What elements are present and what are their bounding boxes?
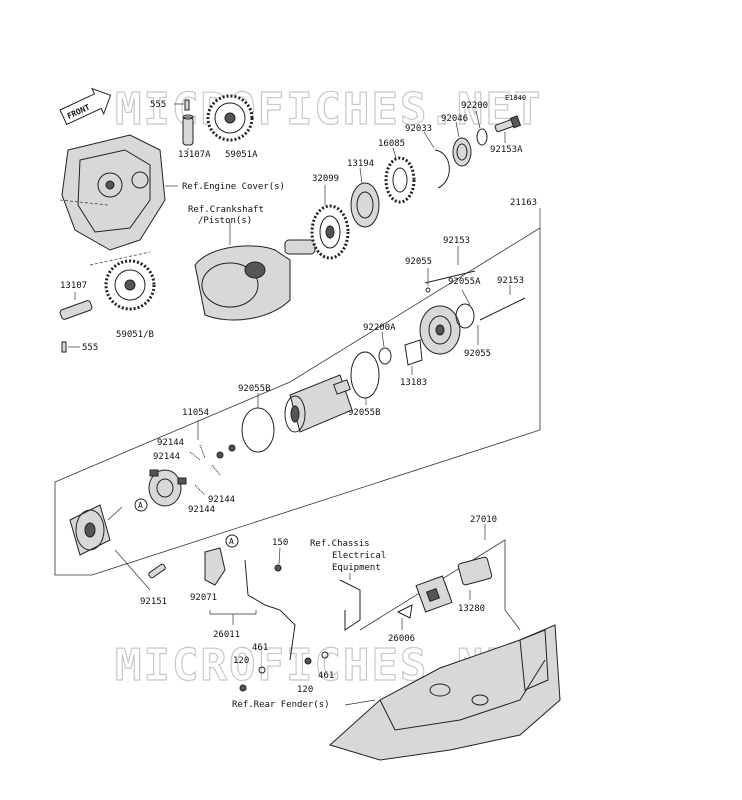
oring-92055b-left	[241, 407, 275, 453]
oring-92055a	[455, 303, 475, 329]
pin-555-bottom	[61, 341, 67, 353]
callout-a-brush-label: A	[138, 501, 143, 510]
boot-92071	[204, 547, 226, 586]
label-92144-a: 92144	[157, 438, 184, 448]
label-26011: 26011	[213, 630, 240, 640]
gear-32099	[310, 204, 350, 260]
label-92046: 92046	[441, 114, 468, 124]
ref-crankshaft-2: /Piston(s)	[198, 216, 252, 226]
label-92055-a: 92055	[405, 257, 432, 267]
label-16085: 16085	[378, 139, 405, 149]
callout-a-cable-label: A	[229, 537, 234, 546]
label-13107a: 13107A	[178, 150, 211, 160]
label-461-b: 461	[318, 671, 334, 681]
ref-crankshaft-1: Ref.Crankshaft	[188, 205, 264, 215]
label-92055-b: 92055	[464, 349, 491, 359]
plate-13183	[404, 339, 423, 366]
relay-cover-13280	[457, 556, 493, 586]
oring-92055-small	[425, 287, 431, 293]
fuse-arrow-icon	[396, 604, 413, 619]
crankshaft	[194, 239, 316, 321]
label-26006: 26006	[388, 634, 415, 644]
starter-relay-26006	[415, 575, 453, 613]
bolt-92153a	[494, 115, 522, 133]
label-92144-b: 92144	[153, 452, 180, 462]
label-92071: 92071	[190, 593, 217, 603]
label-13183: 13183	[400, 378, 427, 388]
label-555-top: 555	[150, 100, 166, 110]
label-92055a: 92055A	[448, 277, 481, 287]
label-461-a: 461	[252, 643, 268, 653]
starter-motor	[284, 374, 353, 433]
callout-a-brush	[134, 498, 148, 512]
bolt-92151	[148, 563, 166, 579]
washer-92200a	[378, 347, 392, 365]
bolt-150	[274, 564, 282, 572]
label-120-a: 120	[233, 656, 249, 666]
label-92055b-b: 92055B	[348, 408, 381, 418]
label-21163: 21163	[510, 198, 537, 208]
label-11054: 11054	[182, 408, 209, 418]
front-arrow-icon: FRONT	[59, 87, 112, 126]
starter-front-cover	[69, 504, 111, 556]
rear-fender	[329, 624, 561, 761]
washer-92200	[476, 128, 488, 146]
label-120-b: 120	[297, 685, 313, 695]
ref-chassis-3: Equipment	[332, 563, 381, 573]
label-92200a: 92200A	[363, 323, 396, 333]
cable-26011	[244, 559, 296, 661]
gear-59051a	[206, 94, 254, 142]
springs-92144	[189, 444, 236, 496]
shaft-13107a	[182, 114, 194, 146]
frame-21163	[54, 227, 541, 576]
label-13194: 13194	[347, 159, 374, 169]
brush-holder-11054	[148, 469, 187, 507]
oring-92055b-right	[350, 351, 380, 399]
engine-cover	[61, 134, 166, 251]
snap-ring-92033	[434, 149, 450, 189]
label-92200: 92200	[461, 101, 488, 111]
ref-engine-cover: Ref.Engine Cover(s)	[182, 182, 285, 192]
label-27010: 27010	[470, 515, 497, 525]
label-92033: 92033	[405, 124, 432, 134]
label-13107: 13107	[60, 281, 87, 291]
fiche-code: E1840	[505, 94, 526, 102]
nut-461-b	[321, 651, 329, 659]
bolt-92153-upper	[424, 270, 476, 284]
ref-chassis-1: Ref.Chassis	[310, 539, 370, 549]
shaft-13107	[59, 300, 93, 320]
label-92144-d: 92144	[188, 505, 215, 515]
ref-rear-fender: Ref.Rear Fender(s)	[232, 700, 330, 710]
gear-16085	[384, 156, 416, 204]
label-92144-c: 92144	[208, 495, 235, 505]
label-92151: 92151	[140, 597, 167, 607]
callout-a-cable	[225, 534, 239, 548]
pin-555-top	[184, 99, 190, 111]
label-92153-a: 92153	[443, 236, 470, 246]
label-32099: 32099	[312, 174, 339, 184]
clutch-13194	[350, 182, 380, 228]
label-92153-b: 92153	[497, 276, 524, 286]
label-555-bottom: 555	[82, 343, 98, 353]
bolt-120-a	[239, 684, 247, 692]
label-150: 150	[272, 538, 288, 548]
label-92055b-a: 92055B	[238, 384, 271, 394]
label-13280: 13280	[458, 604, 485, 614]
gear-59051b	[104, 259, 156, 311]
bearing-92046	[452, 137, 472, 167]
bolt-92153-right	[479, 297, 526, 321]
chassis-bracket	[339, 579, 361, 631]
nut-461-a	[258, 666, 266, 674]
label-92153a: 92153A	[490, 145, 523, 155]
ref-chassis-2: Electrical	[332, 551, 386, 561]
label-59051a: 59051A	[225, 150, 258, 160]
bolt-120-b	[304, 657, 312, 665]
label-59051b: 59051/B	[116, 330, 154, 340]
starter-end-cover	[419, 305, 461, 355]
